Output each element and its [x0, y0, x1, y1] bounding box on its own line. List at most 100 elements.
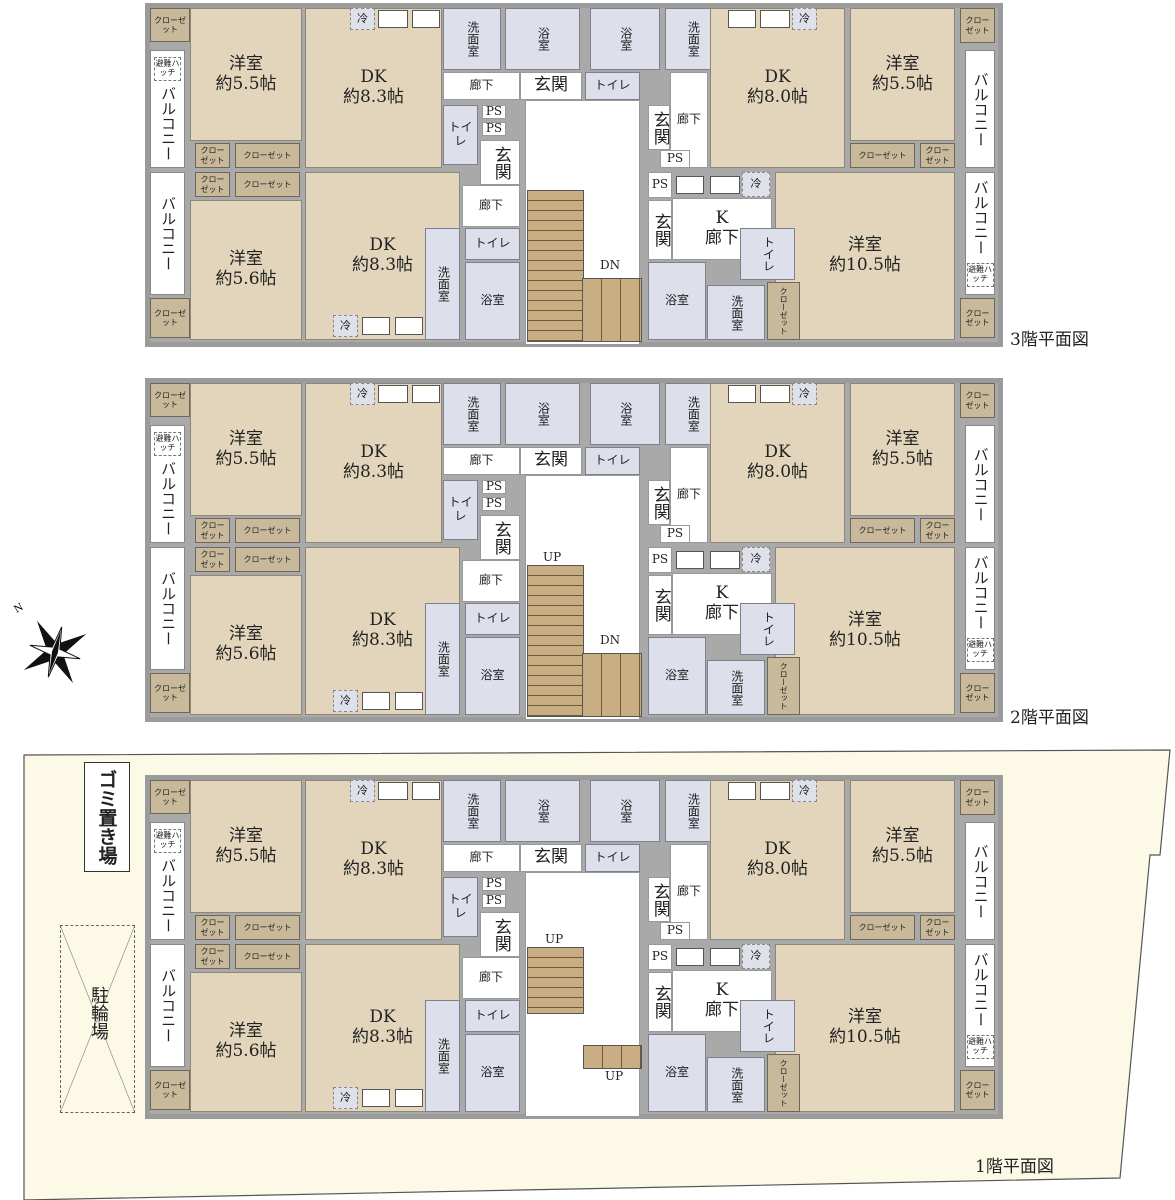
room-label: 玄関: [649, 485, 670, 520]
room-label: 洗面室: [436, 266, 451, 302]
room-label: トイレ: [474, 1008, 511, 1023]
room-label: K: [715, 980, 729, 1001]
room-label: クローゼット: [154, 787, 186, 806]
room-label: 洋室: [848, 235, 882, 256]
pipe-space: PS: [482, 497, 506, 511]
room-label: クローゼット: [154, 390, 186, 409]
kitchen-fixture: [378, 385, 408, 403]
closet: クローゼット: [920, 518, 955, 543]
room-size: 約8.0帖: [746, 87, 809, 107]
kitchen-fixture: [710, 948, 740, 966]
pipe-space: PS: [648, 547, 672, 573]
closet: クローゼット: [920, 143, 955, 168]
room-label: K: [715, 583, 729, 604]
closet: クローゼット: [150, 673, 190, 713]
room-label: 洗面室: [686, 396, 701, 432]
kitchen-fixture: [676, 176, 704, 194]
room-label: 廊下: [469, 850, 494, 865]
western-room: 洋室約5.5帖: [190, 383, 302, 516]
room-label: トイレ: [594, 453, 631, 468]
room-label: 玄関: [490, 917, 511, 952]
room-label: 浴室: [536, 402, 551, 426]
toilet: トイレ: [443, 480, 478, 540]
western-room: 洋室約10.5帖: [775, 944, 955, 1112]
room-label: 洗面室: [436, 1038, 451, 1074]
fridge-space: 冷: [792, 383, 817, 405]
room-label: 廊下: [705, 1000, 739, 1020]
room-label: 浴室: [480, 668, 505, 683]
kitchen-fixture: [412, 10, 440, 28]
closet: クローゼット: [195, 944, 230, 969]
balcony: バルコニー避難ハッチ: [965, 547, 995, 670]
evacuation-hatch: 避難ハッチ: [154, 828, 181, 853]
toilet: トイレ: [585, 844, 640, 872]
entrance: 玄関: [480, 912, 520, 957]
entrance: 玄関: [520, 447, 582, 475]
room-label: 玄関: [649, 882, 670, 917]
room-label: トイレ: [761, 1008, 776, 1044]
closet: クローゼット: [850, 143, 915, 168]
room-label: 玄関: [650, 588, 671, 622]
room-label: クローゼット: [925, 521, 950, 540]
room-label: PS: [651, 177, 669, 192]
fridge-space: 冷: [792, 780, 817, 802]
closet: クローゼット: [235, 944, 300, 969]
room-label: バルコニー: [971, 952, 990, 1028]
room-label: 冷: [357, 783, 368, 797]
closet: クローゼット: [850, 518, 915, 543]
stairs: [527, 565, 584, 717]
room-label: 冷: [799, 11, 810, 25]
kitchen-fixture: [395, 317, 423, 335]
entrance: 玄関: [480, 140, 520, 185]
pipe-space: PS: [482, 122, 506, 136]
toilet: トイレ: [585, 447, 640, 475]
closet: クローゼット: [195, 915, 230, 940]
room-label: 廊下: [705, 603, 739, 623]
toilet: トイレ: [443, 877, 478, 937]
pipe-space: PS: [482, 894, 506, 908]
room-label: 冷: [340, 318, 351, 332]
kitchen-fixture: [378, 10, 408, 28]
room-size: 約8.3帖: [342, 87, 405, 107]
fridge-space: 冷: [350, 383, 375, 405]
entrance: 玄関: [648, 480, 670, 525]
closet: クローゼット: [767, 282, 800, 340]
room-label: 浴室: [480, 1065, 505, 1080]
fridge-space: 冷: [742, 944, 770, 969]
stair-down-label: DN: [600, 633, 621, 647]
room-size: 約5.5帖: [871, 73, 934, 94]
balcony: バルコニー: [150, 944, 185, 1067]
room-label: クローゼット: [243, 150, 292, 160]
room-label: 浴室: [664, 1065, 689, 1080]
fridge-space: 冷: [350, 8, 375, 30]
stair-up-label: UP: [605, 1069, 624, 1083]
room-label: クローゼット: [858, 922, 907, 932]
room-label: 洗面室: [729, 294, 744, 331]
room-label: バルコニー: [159, 461, 178, 537]
room-label: トイレ: [474, 236, 511, 251]
room-label: 浴室: [664, 668, 689, 683]
room-label: 冷: [357, 386, 368, 400]
fridge-space: 冷: [333, 315, 358, 337]
balcony: 避難ハッチバルコニー: [150, 822, 185, 940]
room-label: トイレ: [594, 78, 631, 93]
room-label: クローゼット: [965, 308, 990, 327]
pipe-space: PS: [482, 877, 506, 891]
room-label: 冷: [750, 949, 762, 963]
room-label: クローゼット: [243, 951, 292, 961]
room-label: 冷: [799, 783, 810, 797]
room-label: クローゼット: [154, 15, 186, 34]
room-label: バルコニー: [159, 196, 178, 271]
bathroom: 浴室: [465, 637, 520, 715]
balcony: バルコニー避難ハッチ: [965, 172, 995, 295]
western-room: 洋室約10.5帖: [775, 172, 955, 340]
room-label: クローゼット: [965, 391, 990, 410]
room-label: 廊下: [478, 573, 503, 588]
toilet: トイレ: [740, 603, 795, 655]
room-label: 廊下: [676, 112, 701, 127]
kitchen-fixture: [760, 10, 790, 28]
room-label: クローゼット: [779, 287, 789, 335]
